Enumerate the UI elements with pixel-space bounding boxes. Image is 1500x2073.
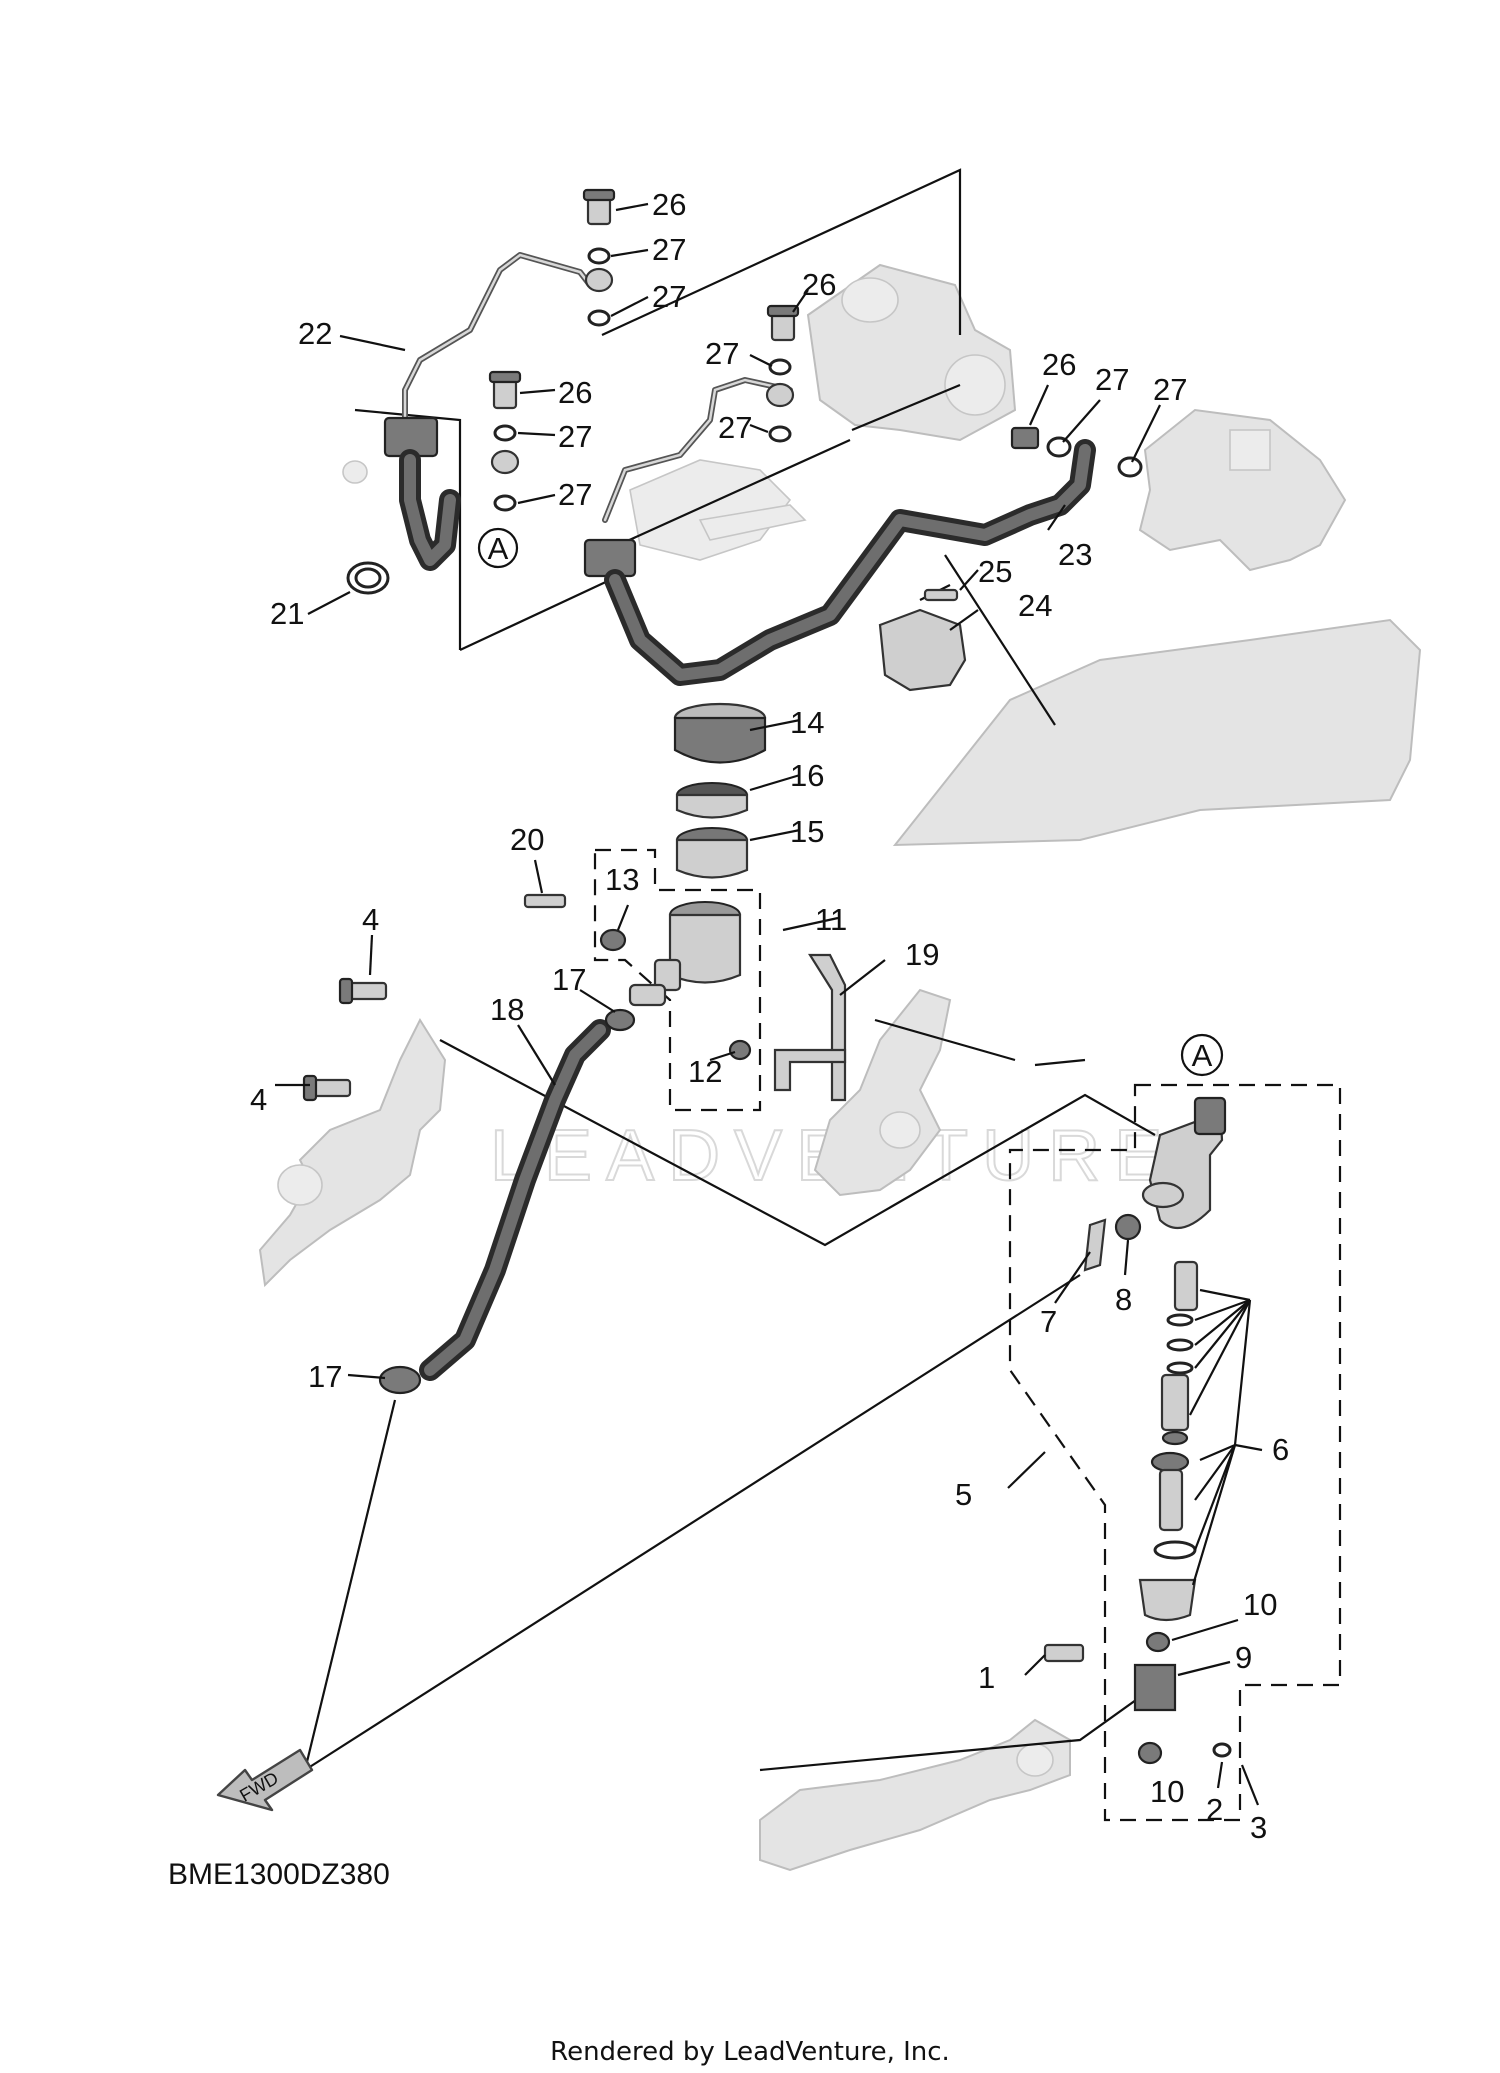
callout-4-upper: 4 (362, 902, 379, 937)
callout-27-d: 27 (718, 410, 752, 445)
callout-27-h: 27 (1153, 372, 1187, 407)
callout-24: 24 (1018, 588, 1052, 623)
callout-22: 22 (298, 316, 332, 351)
callout-6: 6 (1272, 1432, 1289, 1467)
callout-15: 15 (790, 814, 824, 849)
marker-a-lower: A (1180, 1033, 1224, 1077)
callouts: 1 2 3 4 4 5 6 7 8 9 10 10 11 12 13 14 15… (250, 187, 1289, 1845)
callout-26-d: 26 (1042, 347, 1076, 382)
footer-credit: Rendered by LeadVenture, Inc. (550, 2037, 950, 2067)
master-cylinder-body-5 (1141, 1096, 1227, 1230)
abs-unit (806, 263, 1017, 442)
callout-1: 1 (978, 1660, 995, 1695)
union-bolts-26 (488, 188, 1040, 450)
callout-2: 2 (1206, 1792, 1223, 1827)
callout-5: 5 (955, 1477, 972, 1512)
callout-4-lower: 4 (250, 1082, 267, 1117)
callout-18: 18 (490, 992, 524, 1027)
callout-26-c: 26 (558, 375, 592, 410)
diaphragm-15 (675, 827, 749, 879)
callout-8: 8 (1115, 1282, 1132, 1317)
callout-25: 25 (978, 554, 1012, 589)
callout-27-b: 27 (652, 279, 686, 314)
callout-11: 11 (815, 902, 847, 937)
brake-hose-22 (383, 252, 593, 571)
callout-27-f: 27 (558, 477, 592, 512)
reservoir-hose-18 (419, 1019, 611, 1381)
marker-a-upper: A (477, 527, 519, 569)
reservoir-bracket-19 (773, 953, 847, 1102)
callout-9: 9 (1235, 1640, 1252, 1675)
diagram-code: BME1300DZ380 (168, 1858, 390, 1891)
callout-16: 16 (790, 758, 824, 793)
callout-3: 3 (1250, 1810, 1267, 1845)
fwd-arrow-icon: FWD (216, 1748, 314, 1812)
callout-26-b: 26 (802, 267, 836, 302)
callout-13: 13 (605, 862, 639, 897)
footrest-bracket-left (258, 1017, 447, 1288)
callout-12: 12 (688, 1054, 722, 1089)
callout-10-lower: 10 (1150, 1774, 1184, 1809)
reservoir-tank-11 (628, 901, 742, 1007)
callout-14: 14 (790, 705, 824, 740)
assembly-lines (303, 168, 1156, 1772)
callout-19: 19 (905, 937, 939, 972)
marker-a-upper-label: A (488, 531, 509, 566)
callout-17-upper: 17 (552, 962, 586, 997)
rear-master-cylinder-box (1008, 1083, 1342, 1822)
brake-pedal (759, 1718, 1071, 1872)
callout-26-a: 26 (652, 187, 686, 222)
callout-7: 7 (1040, 1304, 1057, 1339)
callout-27-c: 27 (705, 336, 739, 371)
copper-washers-27 (490, 247, 1143, 512)
leader-lines (275, 202, 1263, 1806)
master-cylinder-parts (1043, 1213, 1232, 1765)
small-clip-ghost (342, 460, 368, 484)
swingarm (892, 618, 1422, 847)
footrest-bracket-right (813, 988, 952, 1197)
callout-20: 20 (510, 822, 544, 857)
callout-27-a: 27 (652, 232, 686, 267)
hose-clamp-21 (346, 561, 390, 595)
rear-caliper (1138, 408, 1347, 572)
callout-27-e: 27 (558, 419, 592, 454)
callout-21: 21 (270, 596, 304, 631)
brake-pipe-bracket (629, 459, 807, 561)
reservoir-parts-small (378, 893, 752, 1395)
callout-23: 23 (1058, 537, 1092, 572)
callout-10-upper: 10 (1243, 1587, 1277, 1622)
callout-27-g: 27 (1095, 362, 1129, 397)
reservoir-cap-14 (673, 702, 767, 764)
master-cylinder-kit-box (593, 848, 762, 1112)
marker-a-lower-label: A (1192, 1038, 1213, 1073)
diaphragm-plate-16 (675, 782, 749, 819)
callout-17-lower: 17 (308, 1359, 342, 1394)
hose-guide-24-25 (878, 584, 967, 692)
brake-hose-23 (583, 377, 1096, 686)
bolts-4 (302, 977, 388, 1102)
